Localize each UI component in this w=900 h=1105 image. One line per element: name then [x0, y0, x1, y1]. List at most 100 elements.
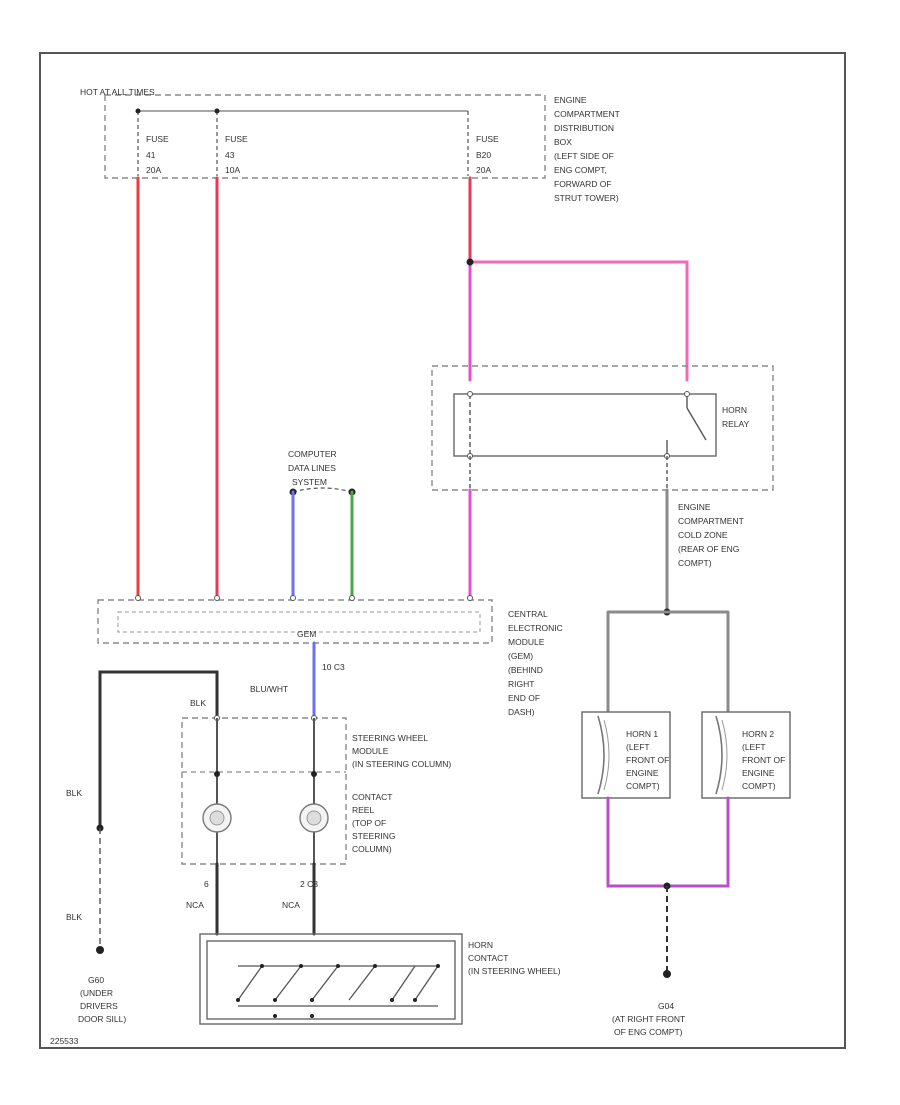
- relay-switch-arm: [686, 407, 707, 441]
- g60-label-line3: DRIVERS: [80, 1001, 118, 1011]
- pin-c3-label: 10 C3: [322, 662, 345, 672]
- g04-label: G04 (AT RIGHT FRONT OF ENG COMPT): [612, 1001, 685, 1037]
- steering-module-label: STEERING WHEEL MODULE (IN STEERING COLUM…: [352, 733, 451, 769]
- horn1-label-line2: (LEFT: [626, 742, 650, 752]
- g04-label-line1: G04: [658, 1001, 674, 1011]
- diagram-frame: [39, 52, 846, 1049]
- gem-label-small: GEM: [297, 629, 316, 639]
- g60-label-line1: G60: [88, 975, 104, 985]
- distribution-box-label: ENGINE COMPARTMENT DISTRIBUTION BOX (LEF…: [554, 95, 620, 203]
- fuse-b-line1: FUSE: [225, 134, 248, 144]
- contact-reel-label: CONTACT REEL (TOP OF STEERING COLUMN): [352, 792, 395, 854]
- blk-label-top: BLK: [190, 698, 206, 708]
- computer-data-lines-label: COMPUTER DATA LINES SYSTEM: [288, 449, 337, 487]
- pin-6-label: 6: [204, 879, 209, 889]
- fuse-c-line2: B20: [476, 150, 491, 160]
- cdl-label-line1: COMPUTER: [288, 449, 337, 459]
- g60-label-line4: DOOR SILL): [78, 1014, 126, 1024]
- contact-reel-label-line3: (TOP OF: [352, 818, 386, 828]
- gem-pin: [349, 595, 355, 601]
- horn-contact-switches: [237, 965, 439, 1007]
- distribution-box-label-line8: STRUT TOWER): [554, 193, 619, 203]
- contact-reel-label-line5: COLUMN): [352, 844, 392, 854]
- steering-module-node: [214, 771, 220, 777]
- cdl-label-line2: DATA LINES: [288, 463, 336, 473]
- fuse-a: FUSE 41 20A: [135, 108, 169, 176]
- cold-zone-label-line2: COMPARTMENT: [678, 516, 744, 526]
- pin-2c3-label: 2 C3: [300, 879, 318, 889]
- distribution-box-label-line5: (LEFT SIDE OF: [554, 151, 614, 161]
- clockspring-left-icon: [202, 803, 232, 833]
- relay-pin: [684, 391, 690, 397]
- cem-label-line3: MODULE: [508, 637, 545, 647]
- horn2-label-line2: (LEFT: [742, 742, 766, 752]
- horn-relay-body: [453, 393, 717, 457]
- ground-g04-icon: [663, 970, 671, 978]
- ground-g60-icon: [96, 946, 104, 954]
- blk-label-low: BLK: [66, 912, 82, 922]
- horn-1-label: HORN 1 (LEFT FRONT OF ENGINE COMPT): [626, 729, 669, 791]
- cem-label-line7: END OF: [508, 693, 540, 703]
- relay-pin: [467, 391, 473, 397]
- distribution-box-outline: [104, 94, 546, 179]
- horn2-label-line5: COMPT): [742, 781, 776, 791]
- blu-wht-label: BLU/WHT: [250, 684, 288, 694]
- clockspring-right-icon: [299, 803, 329, 833]
- cold-zone-label-line5: COMPT): [678, 558, 712, 568]
- cem-label-line4: (GEM): [508, 651, 533, 661]
- contact-reel-label-line4: STEERING: [352, 831, 395, 841]
- steering-module-label-line3: (IN STEERING COLUMN): [352, 759, 451, 769]
- g04-label-line2: (AT RIGHT FRONT: [612, 1014, 685, 1024]
- horn-2-icon: [701, 711, 791, 799]
- horn-contact-label-line3: (IN STEERING WHEEL): [468, 966, 561, 976]
- distribution-box-label-line1: ENGINE: [554, 95, 587, 105]
- horn-contact-label-line1: HORN: [468, 940, 493, 950]
- gem-pin: [135, 595, 141, 601]
- gem-pin: [467, 595, 473, 601]
- fuse-b: FUSE 43 10A: [214, 108, 248, 176]
- horn-contact-outer: [199, 933, 463, 1025]
- data-lines-bracket: [292, 487, 353, 493]
- contact-reel-label-line1: CONTACT: [352, 792, 392, 802]
- horn2-label-line3: FRONT OF: [742, 755, 785, 765]
- horn-contact-label-line2: CONTACT: [468, 953, 508, 963]
- steering-module-label-line1: STEERING WHEEL: [352, 733, 428, 743]
- cem-label-line5: (BEHIND: [508, 665, 543, 675]
- hot-at-all-times-label: HOT AT ALL TIMES: [80, 87, 155, 97]
- wire-horn-return: [606, 796, 730, 888]
- distribution-box-label-line7: FORWARD OF: [554, 179, 612, 189]
- distribution-box-label-line4: BOX: [554, 137, 572, 147]
- gem-pin: [214, 595, 220, 601]
- fuse-b-line3: 10A: [225, 165, 240, 175]
- horn1-label-line1: HORN 1: [626, 729, 658, 739]
- g04-label-line3: OF ENG COMPT): [614, 1027, 683, 1037]
- nca-a-label: NCA: [186, 900, 204, 910]
- horn2-label-line4: ENGINE: [742, 768, 775, 778]
- steering-module-node: [311, 771, 317, 777]
- steering-module-outline: [181, 717, 347, 865]
- distribution-box-label-line6: ENG COMPT,: [554, 165, 607, 175]
- cdl-label-line3: SYSTEM: [292, 477, 327, 487]
- gem-outline: [97, 599, 493, 644]
- horn1-label-line3: FRONT OF: [626, 755, 669, 765]
- diagram-code: 225533: [50, 1036, 79, 1046]
- contact-reel-label-line2: REEL: [352, 805, 374, 815]
- cold-zone-label-line1: ENGINE: [678, 502, 711, 512]
- horn-contact-terminals: [236, 964, 440, 1018]
- distribution-box-label-line2: COMPARTMENT: [554, 109, 620, 119]
- cem-label-line8: DASH): [508, 707, 535, 717]
- fuse-a-line1: FUSE: [146, 134, 169, 144]
- cold-zone-label: ENGINE COMPARTMENT COLD ZONE (REAR OF EN…: [678, 502, 744, 568]
- fuse-a-line2: 41: [146, 150, 156, 160]
- g60-label: G60 (UNDER DRIVERS DOOR SILL): [78, 975, 126, 1024]
- horn2-label-line1: HORN 2: [742, 729, 774, 739]
- blk-label-mid: BLK: [66, 788, 82, 798]
- steering-module-label-line2: MODULE: [352, 746, 389, 756]
- horn-relay-outline: [431, 365, 774, 491]
- wire-horn-feed: [606, 610, 730, 714]
- cem-label-line1: CENTRAL: [508, 609, 548, 619]
- g60-label-line2: (UNDER: [80, 988, 113, 998]
- nca-b-label: NCA: [282, 900, 300, 910]
